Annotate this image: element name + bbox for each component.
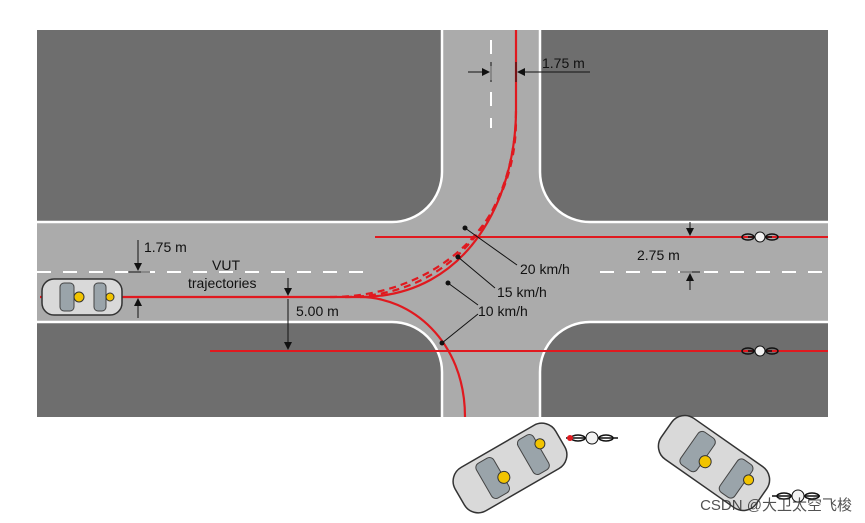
trajectory-right-turn: [359, 295, 467, 418]
lane-markings: [37, 40, 828, 273]
label-vut: VUT: [212, 257, 240, 273]
bicycle-icon: [566, 431, 618, 445]
bicycle-icon: [741, 345, 779, 357]
dark-block-top-left: [37, 30, 442, 222]
dark-block-bottom-right: [540, 322, 828, 417]
label-lateral-gap: 5.00 m: [296, 303, 339, 319]
label-speed-10: 10 km/h: [478, 303, 528, 319]
dark-block-bottom-left: [37, 322, 442, 417]
leader-lines: [441, 227, 518, 344]
vut-car-icon: [41, 278, 123, 316]
scenario-car-icon: [657, 414, 771, 512]
bicycle-icon: [772, 489, 820, 503]
label-lane-offset-top: 1.75 m: [542, 55, 585, 71]
watermark: CSDN @大卫太空飞梭: [700, 496, 852, 514]
curb-lines: [37, 30, 828, 417]
label-speed-20: 20 km/h: [520, 261, 570, 277]
dimension-cyclist: [680, 222, 700, 290]
dark-block-top-right: [540, 30, 828, 222]
trajectory-10kmh: [359, 30, 518, 299]
dimension-top: [468, 62, 590, 82]
label-cyclist-offset: 2.75 m: [637, 247, 680, 263]
label-trajectories: trajectories: [188, 275, 256, 291]
bicycle-icon: [741, 231, 779, 243]
dimension-left: [128, 240, 150, 318]
scenario-car-icon: [452, 422, 568, 514]
label-speed-15: 15 km/h: [497, 284, 547, 300]
label-lane-offset-left: 1.75 m: [144, 239, 187, 255]
